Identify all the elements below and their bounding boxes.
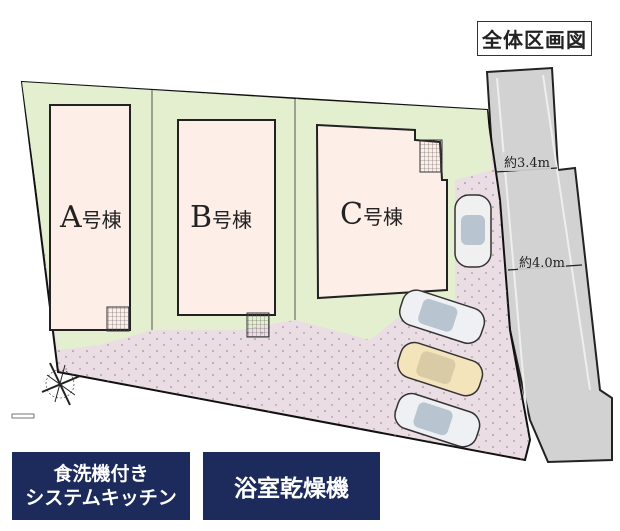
- car-icon: [394, 392, 481, 448]
- road-width-label: 約3.4m: [503, 152, 552, 171]
- lot-a-label: A号棟: [60, 200, 122, 235]
- lot-letter: C: [340, 197, 363, 232]
- road-width-label: 約4.0m: [518, 252, 567, 271]
- lot-suffix: 号棟: [212, 208, 253, 232]
- lot-suffix: 号棟: [362, 205, 403, 229]
- car-icon: [398, 289, 486, 345]
- banner-line: 浴室乾燥機: [234, 476, 349, 502]
- house-a: [49, 104, 131, 331]
- page-title: 全体区画図: [477, 21, 592, 56]
- compass-icon: [41, 362, 81, 406]
- lot-letter: B: [190, 200, 213, 235]
- feature-banner-bathroom-dryer: 浴室乾燥機: [203, 452, 380, 520]
- feature-banner-kitchen: 食洗機付き システムキッチン: [12, 452, 190, 520]
- lot-b-label: B号棟: [190, 200, 252, 235]
- house-b: [177, 119, 276, 316]
- house-c: [315, 123, 448, 300]
- scale-bar: [11, 413, 35, 419]
- car-icon: [454, 194, 492, 268]
- banner-line: 食洗機付き: [53, 463, 149, 485]
- lot-c-label: C号棟: [340, 197, 403, 232]
- car-icon: [397, 341, 484, 397]
- lot-letter: A: [60, 200, 82, 235]
- banner-line: システムキッチン: [25, 487, 177, 509]
- lot-suffix: 号棟: [81, 208, 122, 232]
